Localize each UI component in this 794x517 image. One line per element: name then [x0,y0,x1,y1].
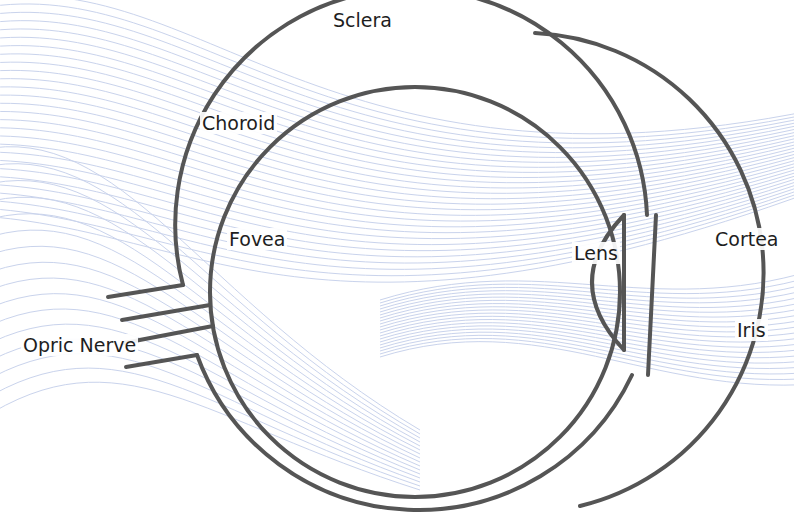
wave-strand [0,179,794,257]
sclera-arc [175,0,647,285]
part-label: Iris [735,319,768,341]
wave-strand [0,95,794,193]
cornea-arc [535,33,764,506]
wave-strand [0,62,794,172]
choroid-circle [210,87,620,497]
wave-strand [380,300,794,318]
wave-strand [380,326,794,358]
wave-strand [0,309,420,470]
wave-strand [0,29,794,153]
wave-strand [0,0,794,134]
wave-strand [380,329,794,363]
part-label: Choroid [200,112,277,134]
wave-strand [380,338,794,379]
lens-arc [592,215,624,350]
part-label: Fovea [227,228,287,250]
wave-strand [0,103,794,198]
optic-nerve-line [122,305,210,320]
wave-strand [0,324,420,474]
wave-strand [0,79,794,183]
wave-strand [0,191,794,282]
wave-strand [0,160,794,239]
background-waves [0,0,794,490]
wave-strand [0,37,794,157]
wave-strand [0,136,794,221]
wave-strand [0,111,794,204]
wave-strand [0,382,420,490]
wave-strand [0,120,794,210]
optic-nerve-line [108,285,183,297]
wave-strand [0,54,794,167]
lens-line [622,215,626,350]
wave-strand [0,4,794,138]
wave-strand [380,342,794,386]
optic-nerve-line [126,355,197,367]
part-label: Lens [572,242,620,264]
part-label: Sclera [331,9,394,31]
part-label: Cortea [713,228,781,250]
iris-line [648,215,656,375]
eye-outline [108,0,764,510]
part-label: Opric Nerve [21,334,138,356]
